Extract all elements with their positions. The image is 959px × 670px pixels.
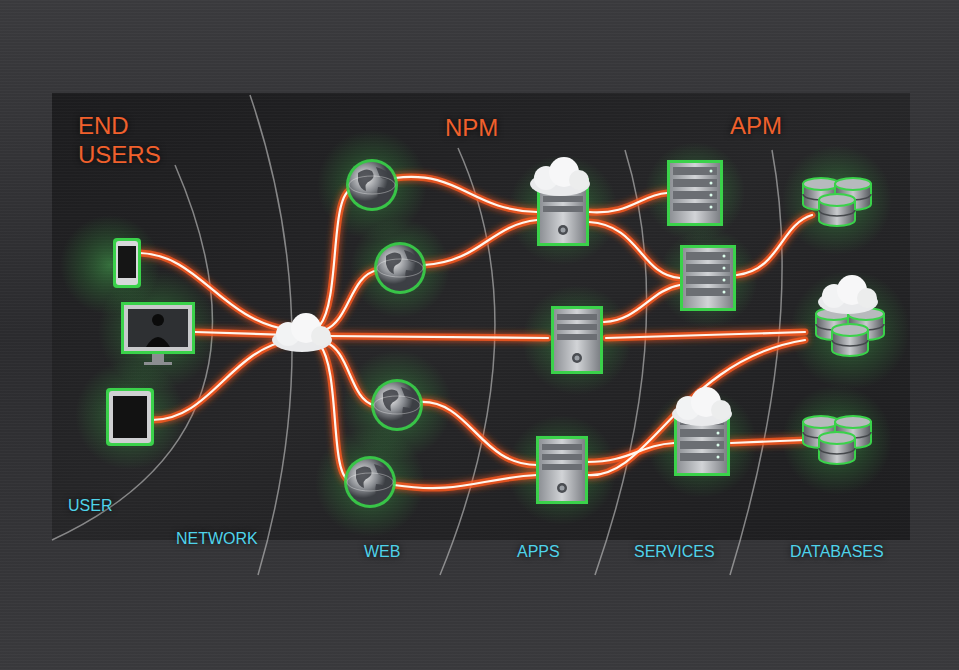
monitor-icon (121, 302, 195, 365)
database-stack (803, 416, 871, 464)
section-title: APM (730, 112, 782, 141)
web-globe (346, 159, 398, 211)
database-stack (816, 308, 884, 356)
web-globe (374, 242, 426, 294)
database-cloud (818, 275, 878, 314)
web-globe (371, 379, 423, 431)
tier-label: NETWORK (176, 529, 258, 548)
tier-label: USER (68, 496, 112, 515)
web-globe (344, 456, 396, 508)
app-server (536, 436, 588, 504)
phone-icon (113, 238, 141, 288)
section-title: END USERS (78, 112, 188, 170)
tier-label: APPS (517, 542, 560, 561)
database-stack (803, 178, 871, 226)
tier-label: DATABASES (790, 542, 884, 561)
network-cloud (272, 313, 332, 352)
service-rack (667, 160, 723, 226)
service-rack (680, 245, 736, 311)
server-cloud (530, 157, 590, 196)
icon-halos (60, 130, 910, 537)
tier-label: SERVICES (634, 542, 715, 561)
app-server (551, 306, 603, 374)
service-cloud (672, 387, 732, 426)
section-title: NPM (445, 114, 498, 143)
tablet-icon (106, 388, 154, 446)
tier-label: WEB (364, 542, 400, 561)
